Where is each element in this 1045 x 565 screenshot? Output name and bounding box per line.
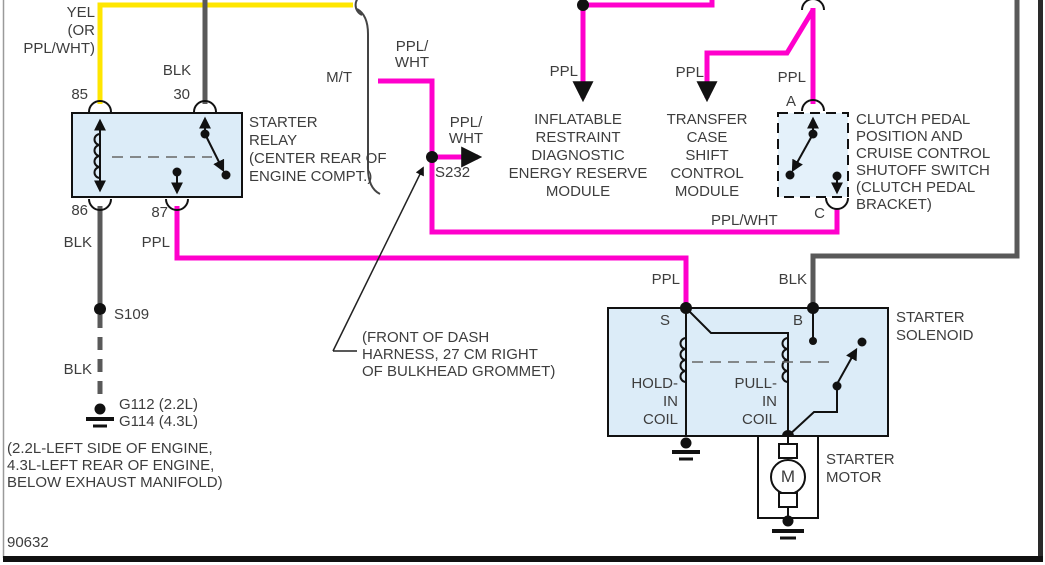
mt-label: M/T xyxy=(326,69,352,86)
tccm-module-label: TRANSFER CASE SHIFT CONTROL MODULE xyxy=(666,111,748,200)
starter-solenoid-symbol xyxy=(672,302,867,461)
ground-g114-label: G114 (4.3L) xyxy=(119,413,198,430)
hold-in-coil xyxy=(679,337,687,383)
switch-linkage xyxy=(787,387,838,437)
ground-symbol-g112 xyxy=(86,403,114,428)
terminal-s-dot xyxy=(680,302,692,314)
ppl-feed-wires-top xyxy=(572,0,825,104)
wire-label-blk-s109: BLK xyxy=(63,361,92,378)
wire-label-blk-solenoid: BLK xyxy=(778,271,807,288)
splice-s232-dot xyxy=(426,151,438,163)
ppl-arrow-tccm xyxy=(696,8,816,103)
clutch-switch-symbol xyxy=(785,99,849,210)
starter-motor-symbol xyxy=(757,435,819,540)
top-junction-dot xyxy=(577,0,589,11)
relay-pin-87: 87 xyxy=(151,204,168,221)
wire-label-ppl-87: PPL xyxy=(141,234,170,251)
blk-wire-86-ground xyxy=(86,206,114,428)
starter-relay-symbol xyxy=(88,100,231,211)
splice-s109-dot xyxy=(94,303,106,315)
brush-bottom xyxy=(778,492,798,508)
wire-label-blk-30: BLK xyxy=(162,62,192,79)
hold-in-coil-label: HOLD- IN COIL xyxy=(631,375,678,428)
wire-label-ppl-irdem: PPL xyxy=(549,63,578,80)
wire-label-ppl-tccm: PPL xyxy=(675,64,704,81)
splice-s109-label: S109 xyxy=(114,306,150,323)
s232-callout-pointer xyxy=(332,166,424,352)
relay-pin-85: 85 xyxy=(71,86,88,103)
wire-label-ppl-solenoid: PPL xyxy=(651,271,680,288)
doc-number: 90632 xyxy=(7,534,49,551)
starter-relay-label: STARTER RELAY (CENTER REAR OF ENGINE COM… xyxy=(249,114,387,185)
wire-label-ppl-clutch: PPL xyxy=(777,69,806,86)
terminal-b-dot xyxy=(807,302,819,314)
clutch-switch-label: CLUTCH PEDAL POSITION AND CRUISE CONTROL… xyxy=(856,111,991,213)
terminal-arc-85 xyxy=(88,100,112,113)
wire-label-yel: YEL (OR PPL/WHT) xyxy=(23,4,95,57)
clutch-switch-arm xyxy=(791,133,814,173)
ground-symbol-hold-coil xyxy=(672,437,700,461)
ground-location-note: (2.2L-LEFT SIDE OF ENGINE, 4.3L-LEFT REA… xyxy=(7,440,223,491)
starter-solenoid-label: STARTER SOLENOID xyxy=(896,309,974,344)
wire-label-blk-86: BLK xyxy=(63,234,92,251)
relay-coil xyxy=(93,133,101,179)
blk-wire-right-to-b xyxy=(810,0,1020,306)
relay-pin-30: 30 xyxy=(173,86,190,103)
starter-motor-label: STARTER MOTOR xyxy=(826,451,895,486)
relay-switch-arm xyxy=(204,133,225,173)
ground-g112-label: G112 (2.2L) xyxy=(119,396,198,413)
pull-in-coil-label: PULL- IN COIL xyxy=(734,375,777,428)
pplwht-wire-s232-to-clutch-c xyxy=(426,146,840,235)
solenoid-switch-arm xyxy=(836,347,858,385)
starter-solenoid-box xyxy=(607,307,889,437)
wire-label-pplwht-mt: PPL/ WHT xyxy=(394,38,430,71)
wire-label-pplwht-c: PPL/WHT xyxy=(711,212,778,229)
solenoid-pin-b: B xyxy=(792,312,803,329)
connector-arc-top xyxy=(801,0,825,11)
solenoid-pin-s: S xyxy=(659,312,670,329)
pull-in-coil-line xyxy=(685,307,789,436)
terminal-arc-a xyxy=(801,99,825,112)
terminal-arc-86 xyxy=(88,198,112,211)
splice-s232-label: S232 xyxy=(435,164,471,181)
terminal-arc-30 xyxy=(193,100,217,113)
terminal-arc-c xyxy=(825,197,849,210)
clutch-pin-c: C xyxy=(814,205,825,222)
pplwht-wire-mt-to-s232 xyxy=(356,8,435,195)
s232-location-note: (FRONT OF DASH HARNESS, 27 CM RIGHT OF B… xyxy=(362,329,556,380)
ground-symbol-motor xyxy=(772,515,804,540)
terminal-arc-87 xyxy=(165,198,189,211)
motor-m-symbol: M xyxy=(780,467,796,486)
relay-pin-86: 86 xyxy=(71,202,88,219)
yellow-wire-85 xyxy=(97,0,363,104)
pull-in-coil xyxy=(781,337,789,383)
clutch-pin-a: A xyxy=(785,93,796,110)
irdem-module-label: INFLATABLE RESTRAINT DIAGNOSTIC ENERGY R… xyxy=(508,111,648,200)
mt-brace xyxy=(356,8,381,195)
brush-top xyxy=(778,443,798,459)
ppl-wire-87-to-solenoid xyxy=(174,206,689,306)
wire-label-pplwht-s232: PPL/ WHT xyxy=(448,114,484,147)
